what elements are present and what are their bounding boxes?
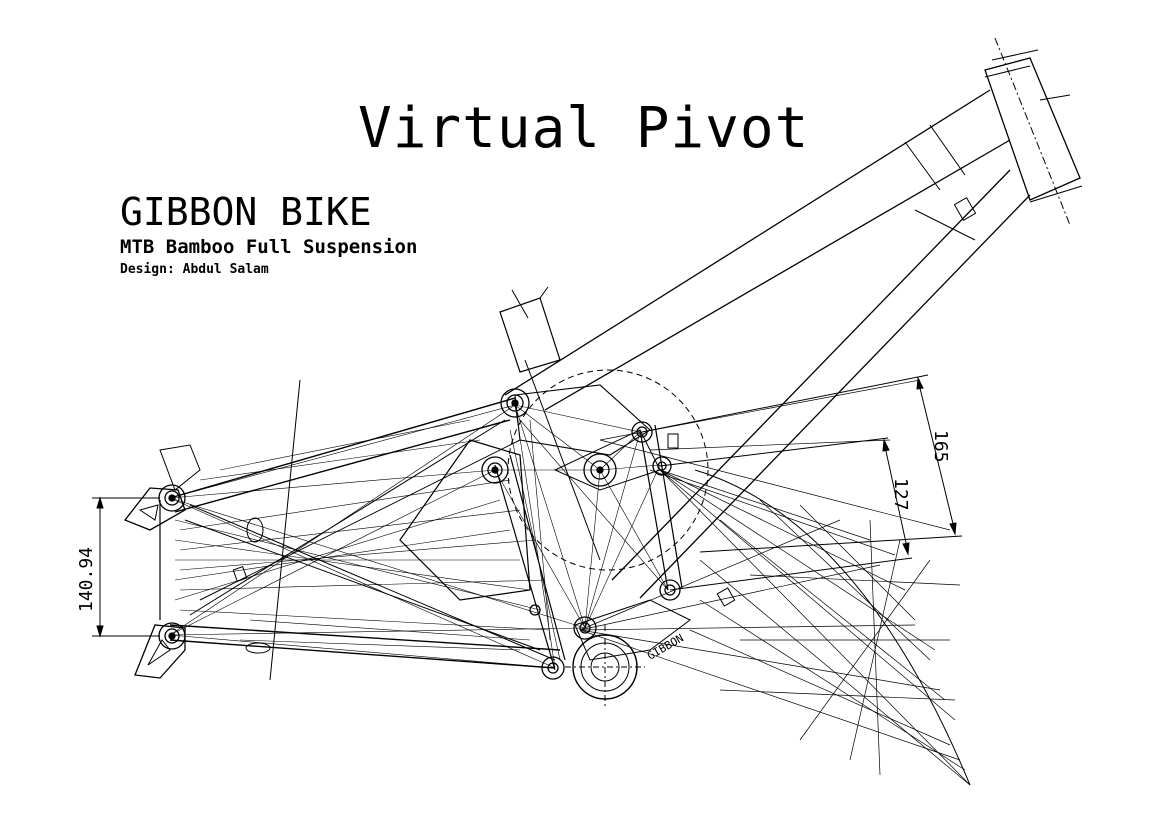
dimension-label-chainstay: 140.94 <box>76 547 97 612</box>
cable-guides <box>232 433 736 607</box>
rear-dropout-upper <box>123 487 186 531</box>
lower-link <box>494 424 691 671</box>
pivot-bearings <box>158 388 681 680</box>
down-tube <box>611 169 1031 599</box>
bottom-bracket <box>565 625 645 708</box>
dimension-travel-outer <box>641 374 963 553</box>
top-tube <box>504 89 1011 411</box>
rear-triangle <box>159 379 561 681</box>
dimension-label-travel-outer: 165 <box>930 430 951 463</box>
dimension-label-travel-inner: 127 <box>890 478 911 511</box>
frame-logo: GIBBON <box>645 631 686 662</box>
seat-tube <box>499 286 601 561</box>
dimension-chainstay-spacing <box>92 496 160 638</box>
page-title: Virtual Pivot <box>358 96 810 161</box>
brand-name: GIBBON BIKE <box>120 190 372 234</box>
designer-credit: Design: Abdul Salam <box>120 262 269 277</box>
dimension-travel-inner <box>659 437 913 591</box>
subtitle: MTB Bamboo Full Suspension <box>120 236 418 258</box>
head-tube <box>984 37 1083 226</box>
